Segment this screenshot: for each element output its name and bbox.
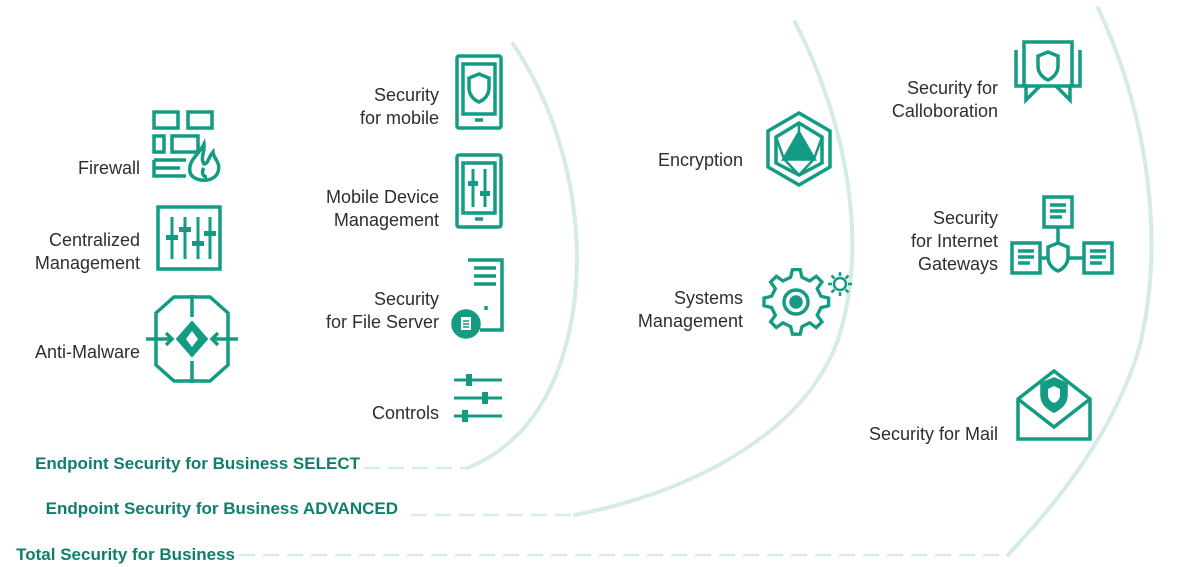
- chat-shield-icon: [1010, 40, 1086, 110]
- security-mobile-label: Security for mobile: [359, 85, 439, 128]
- tier-select-title: Endpoint Security for Business SELECT: [35, 454, 360, 473]
- gears-icon: [762, 267, 854, 342]
- systems-management-label: Systems Management: [637, 288, 743, 331]
- gateway-network-icon: [1010, 195, 1116, 279]
- controls-label: Controls: [371, 403, 439, 423]
- centralized-management-label: Centralized Management: [34, 230, 140, 273]
- tier-advanced-title: Endpoint Security for Business ADVANCED: [45, 499, 398, 518]
- tier-total-title: Total Security for Business: [16, 545, 235, 564]
- encryption-icon: [764, 110, 834, 188]
- firewall-icon: [150, 108, 224, 188]
- mobile-shield-icon: [455, 54, 503, 130]
- anti-malware-label: Anti-Malware: [34, 342, 140, 362]
- equalizer-panel-icon: [156, 205, 222, 271]
- select-tier-arc: [466, 42, 579, 470]
- sliders-icon: [452, 372, 504, 426]
- encryption-label: Encryption: [657, 150, 743, 170]
- security-file-server-label: Security for File Server: [325, 289, 439, 332]
- security-collaboration-label: Security for Calloboration: [891, 78, 998, 121]
- total-tier-arc: [1006, 6, 1154, 557]
- security-mail-label: Security for Mail: [868, 424, 998, 444]
- security-internet-gateways-label: Security for Internet Gateways: [910, 208, 998, 274]
- mobile-sliders-icon: [455, 153, 503, 229]
- anti-malware-icon: [144, 293, 240, 385]
- advanced-tier-arc: [573, 20, 855, 517]
- file-server-icon: [450, 258, 506, 342]
- mobile-device-management-label: Mobile Device Management: [325, 187, 439, 230]
- mail-shield-icon: [1016, 365, 1092, 441]
- firewall-label: Firewall: [77, 158, 140, 178]
